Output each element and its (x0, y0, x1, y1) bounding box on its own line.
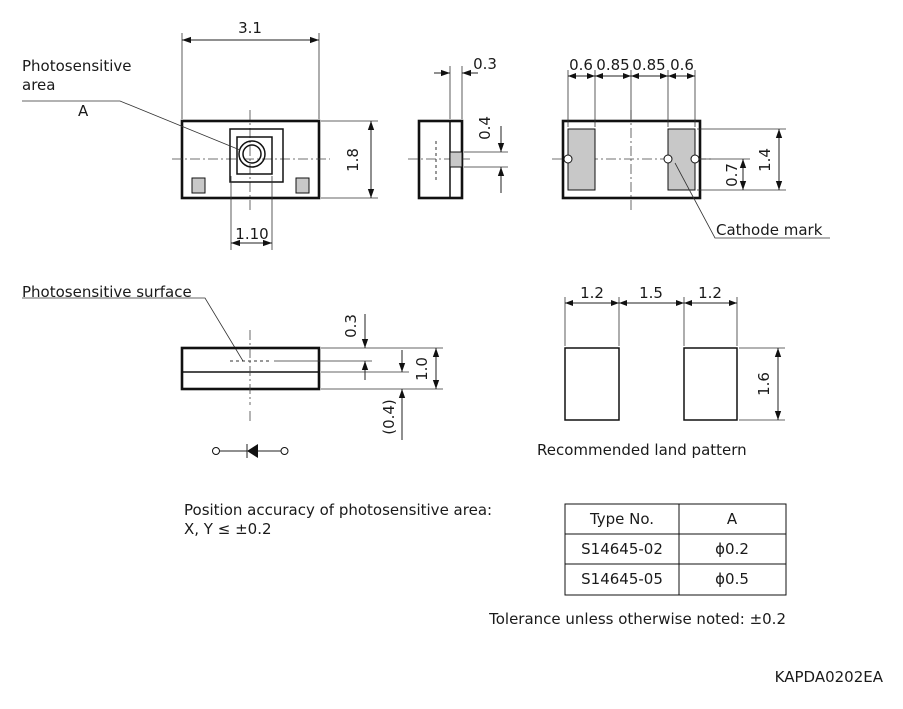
dim-land-12-left: 1.2 (580, 284, 604, 302)
diode-symbol (212, 444, 289, 458)
table-cell-a-1: ϕ0.2 (715, 540, 749, 558)
dim-front-10: 1.0 (413, 357, 431, 381)
tolerance-note: Tolerance unless otherwise noted: ±0.2 (488, 610, 786, 628)
dim-bottom-14: 1.4 (756, 148, 774, 172)
dim-pad-085-left: 0.85 (596, 56, 629, 74)
table-cell-a-2: ϕ0.5 (715, 570, 749, 588)
dim-land-15: 1.5 (639, 284, 663, 302)
bottom-view (552, 70, 830, 239)
table-cell-type-2: S14645-05 (581, 570, 663, 588)
land-pattern-label: Recommended land pattern (537, 441, 747, 459)
land-pattern (564, 297, 785, 421)
side-view (408, 66, 508, 200)
area-symbol-label: A (78, 102, 89, 120)
dim-pad-06-right: 0.6 (670, 56, 694, 74)
dim-front-03: 0.3 (342, 314, 360, 338)
photosensitive-area-label: Photosensitive (22, 57, 131, 75)
dim-land-16: 1.6 (755, 372, 773, 396)
front-view (22, 297, 443, 440)
drawing-code: KAPDA0202EA (775, 668, 884, 686)
cathode-mark-label: Cathode mark (716, 221, 823, 239)
photosensitive-area-label-2: area (22, 76, 55, 94)
table-cell-type-1: S14645-02 (581, 540, 663, 558)
accuracy-note-line2: X, Y ≤ ±0.2 (184, 520, 272, 538)
table-header-type: Type No. (589, 510, 654, 528)
dim-area-pos: 1.10 (235, 225, 268, 243)
accuracy-note-line1: Position accuracy of photosensitive area… (184, 501, 492, 519)
dim-width-top: 3.1 (238, 19, 262, 37)
dim-front-04: (0.4) (380, 399, 398, 435)
dim-side-03: 0.3 (473, 55, 497, 73)
dim-height-top: 1.8 (344, 148, 362, 172)
dim-pad-085-right: 0.85 (632, 56, 665, 74)
type-table (564, 503, 787, 596)
dim-pad-06-left: 0.6 (569, 56, 593, 74)
dim-land-12-right: 1.2 (698, 284, 722, 302)
dim-side-04: 0.4 (476, 116, 494, 140)
photosensitive-surface-label: Photosensitive surface (22, 283, 192, 301)
table-header-a: A (727, 510, 738, 528)
top-view (22, 33, 378, 250)
dim-bottom-07: 0.7 (723, 163, 741, 187)
